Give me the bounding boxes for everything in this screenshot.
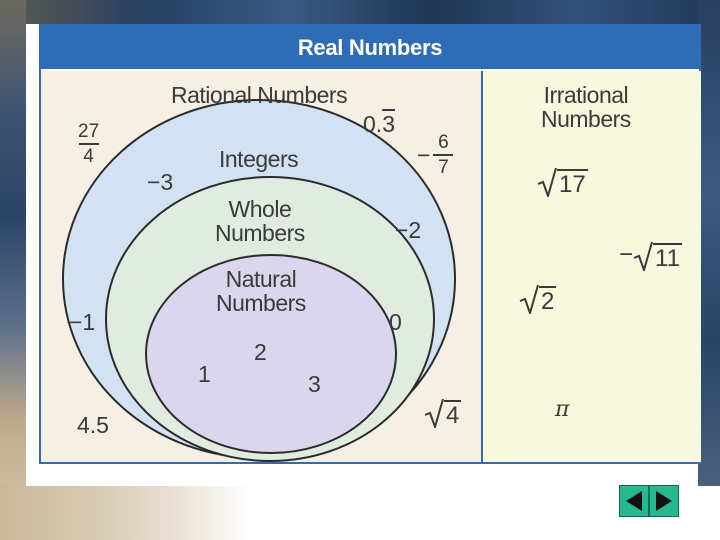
denominator: 7 — [438, 157, 449, 178]
radical-sign-icon — [633, 241, 653, 271]
denominator: 4 — [83, 146, 94, 167]
background-top-strip — [0, 0, 720, 24]
natural-label-line1: Natural — [225, 266, 297, 292]
example-neg-1: −1 — [69, 309, 96, 335]
example-0: 0 — [389, 309, 402, 335]
title-bar: Real Numbers — [41, 26, 699, 71]
fraction-bar — [78, 143, 99, 145]
irrational-region: Irrational Numbers 17 − 11 2 π — [481, 71, 701, 462]
example-neg-sqrt-11: − 11 — [619, 241, 682, 271]
numerator: 27 — [78, 121, 100, 142]
fraction-bar — [433, 154, 454, 156]
whole-label-line1: Whole — [228, 196, 292, 222]
minus-sign: − — [417, 141, 431, 168]
background-left-strip — [0, 0, 26, 540]
radicand: 11 — [653, 243, 682, 272]
example-sqrt-17: 17 — [537, 167, 588, 197]
radical-sign-icon — [424, 398, 444, 428]
numerator: 6 — [438, 132, 449, 153]
minus-sign: − — [619, 241, 634, 268]
natural-numbers-ellipse — [145, 254, 397, 454]
triangle-right-icon — [656, 491, 672, 511]
diagram-title: Real Numbers — [297, 34, 443, 60]
example-4-point-5: 4.5 — [77, 412, 109, 438]
nested-sets-svg — [62, 99, 456, 462]
radicand: 2 — [539, 286, 557, 315]
triangle-left-icon — [626, 491, 642, 511]
decimal-repeat: 3 — [382, 111, 395, 137]
irrational-label-line1: Irrational — [543, 82, 629, 108]
example-neg-3: −3 — [147, 169, 174, 195]
background-right-strip — [698, 0, 720, 486]
radical-sign-icon — [519, 284, 539, 314]
example-3: 3 — [308, 371, 321, 397]
example-sqrt-4: 4 — [424, 398, 462, 429]
whole-numbers-label: Whole Numbers — [215, 197, 305, 245]
radical-sign-icon — [537, 167, 557, 197]
natural-label-line2: Numbers — [216, 290, 306, 317]
background-bottom-strip — [0, 484, 250, 540]
irrational-label-line2: Numbers — [541, 106, 631, 133]
rational-label: Rational Numbers — [171, 82, 348, 108]
example-sqrt-2: 2 — [519, 284, 557, 315]
example-pi: π — [555, 397, 570, 422]
slide-navigation — [619, 485, 679, 517]
example-repeating-decimal: 0.3 — [363, 113, 395, 136]
previous-slide-button[interactable] — [619, 485, 649, 517]
rational-region: Rational Numbers 27 4 0.3 − 6 7 Integers… — [41, 71, 481, 462]
example-2: 2 — [254, 339, 267, 365]
whole-label-line2: Numbers — [215, 220, 305, 247]
integers-label: Integers — [219, 146, 299, 172]
real-numbers-diagram: Real Numbers Rational Numbers 27 4 0.3 −… — [39, 24, 701, 464]
example-1: 1 — [198, 361, 211, 387]
irrational-label: Irrational Numbers — [541, 83, 631, 131]
next-slide-button[interactable] — [649, 485, 679, 517]
radicand: 17 — [557, 169, 588, 198]
example-neg-6-over-7: − 6 7 — [417, 132, 454, 178]
fraction: 6 7 — [433, 132, 454, 178]
natural-numbers-label: Natural Numbers — [216, 267, 306, 315]
example-27-over-4: 27 4 — [78, 122, 99, 166]
example-neg-2: −2 — [395, 217, 422, 243]
radicand: 4 — [444, 400, 462, 429]
decimal-whole: 0. — [363, 111, 383, 137]
